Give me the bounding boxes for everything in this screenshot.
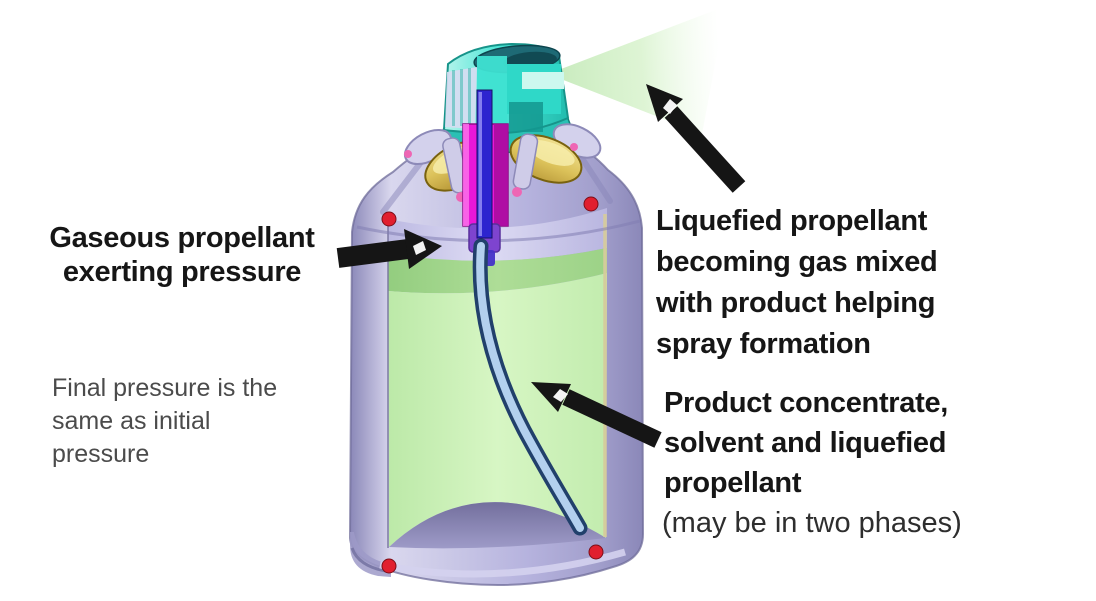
label-line: exerting pressure bbox=[62, 256, 302, 288]
label-line: with product helping bbox=[656, 287, 936, 319]
label-line: Final pressure is the bbox=[52, 374, 278, 402]
label-liquefied-propellant: Liquefied propellant becoming gas mixed … bbox=[656, 201, 938, 365]
label-line: same as initial bbox=[52, 407, 211, 435]
label-gaseous-propellant: Gaseous propellant exerting pressure bbox=[28, 221, 336, 289]
label-line: Gaseous propellant bbox=[49, 222, 315, 254]
arrow-gaseous-propellant bbox=[336, 229, 442, 269]
arrow-product-concentrate bbox=[531, 382, 662, 448]
label-line: Product concentrate, bbox=[664, 387, 949, 419]
nozzle-outlet bbox=[522, 72, 564, 89]
label-product-concentrate: Product concentrate, solvent and liquefi… bbox=[662, 383, 962, 543]
label-line: spray formation bbox=[656, 328, 871, 360]
label-line: pressure bbox=[52, 440, 150, 468]
label-line: solvent and liquefied bbox=[664, 427, 947, 459]
spray-cone bbox=[548, 6, 726, 134]
seam-dots bbox=[381, 143, 604, 574]
label-line: becoming gas mixed bbox=[656, 246, 938, 278]
label-line: propellant bbox=[664, 467, 802, 499]
label-final-pressure: Final pressure is the same as initial pr… bbox=[52, 372, 277, 471]
dip-tube bbox=[472, 238, 588, 536]
arrow-spray-formation bbox=[646, 84, 746, 193]
label-note-two-phases: (may be in two phases) bbox=[662, 507, 962, 539]
label-line: Liquefied propellant bbox=[656, 205, 928, 237]
bottom-dome bbox=[379, 502, 626, 578]
